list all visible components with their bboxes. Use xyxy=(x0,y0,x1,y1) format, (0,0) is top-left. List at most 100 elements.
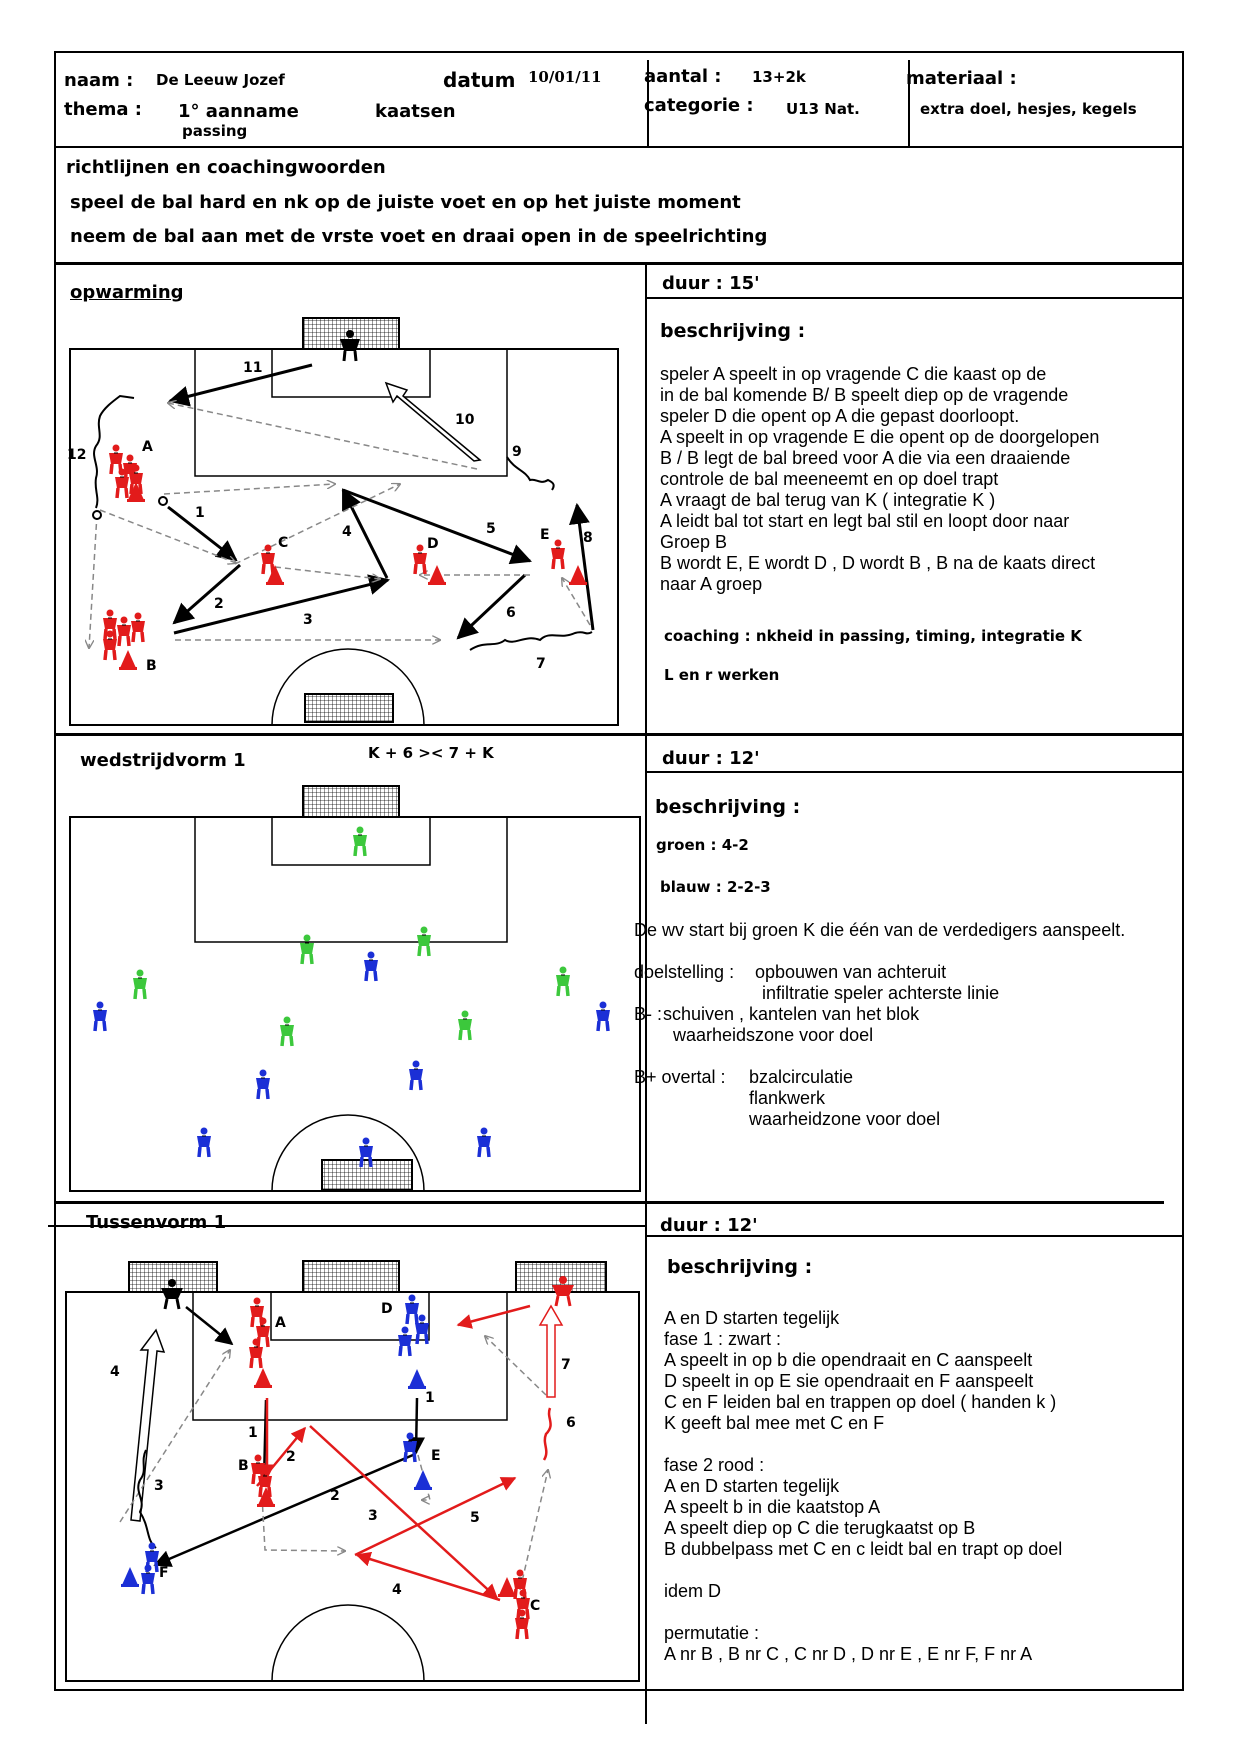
frame-bottom xyxy=(54,1689,1184,1691)
thema-value-2: kaatsen xyxy=(375,101,456,122)
section-divider-2 xyxy=(54,1201,1164,1204)
match-doel-2: infiltratie speler achterste linie xyxy=(762,983,1000,1003)
match-doel-label: doelstelling : xyxy=(634,962,735,982)
tussen-desc-line: A nr B , B nr C , C nr D , D nr E , E nr… xyxy=(664,1644,1033,1664)
match-bplus-2: flankwerk xyxy=(749,1088,826,1108)
aantal-value: 13+2k xyxy=(752,68,806,86)
red-player xyxy=(549,539,567,571)
tussen-goalkeeper-left xyxy=(161,1279,183,1310)
tussen-desc-line: idem D xyxy=(664,1581,722,1601)
warmup-desc-line: Groep B xyxy=(660,532,728,552)
green-player xyxy=(278,1016,296,1048)
tussen-red-pass xyxy=(355,1551,501,1602)
red-player xyxy=(513,1609,531,1641)
red-cone xyxy=(257,1487,275,1507)
tussen-num-2a: 2 xyxy=(286,1449,296,1465)
guideline-2: neem de bal aan met de vrste voet en dra… xyxy=(70,226,768,247)
tussen-label-E: E xyxy=(431,1448,441,1464)
warmup-label-D: D xyxy=(427,536,439,552)
red-cone xyxy=(254,1368,272,1388)
datum-label: datum xyxy=(443,68,516,92)
section-divider-1 xyxy=(54,733,1184,736)
warmup-duration: duur : 15' xyxy=(662,273,760,294)
red-player xyxy=(256,1467,274,1499)
tussen-left-tick xyxy=(48,1225,646,1227)
tussen-desc-line: A speelt in op b die opendraait en C aan… xyxy=(664,1350,1033,1370)
warmup-pass-11 xyxy=(167,363,313,407)
warmup-run xyxy=(163,484,335,495)
warmup-label-B: B xyxy=(146,658,157,674)
duration-line-2 xyxy=(647,771,1184,773)
tussen-num-2b: 2 xyxy=(330,1488,340,1504)
match-bmin-1: schuiven , kantelen van het blok xyxy=(663,1004,920,1024)
tussen-num-4a: 4 xyxy=(110,1364,120,1380)
blue-player xyxy=(91,1001,109,1033)
match-bplus-label: B+ overtal : xyxy=(634,1067,726,1087)
green-player xyxy=(131,969,149,1001)
blue-goalkeeper xyxy=(357,1137,375,1169)
match-bplus-3: waarheidzone voor doel xyxy=(749,1109,941,1129)
warmup-pass-2 xyxy=(172,563,241,625)
warmup-dribble-7 xyxy=(469,631,593,651)
green-player xyxy=(554,966,572,998)
tussen-desc-line: fase 1 : zwart : xyxy=(664,1329,782,1349)
tussen-desc-line: fase 2 rood : xyxy=(664,1455,765,1475)
match-line1: De wv start bij groen K die één van de v… xyxy=(634,920,1126,940)
warmup-pass-1 xyxy=(167,505,238,562)
match-goal-bottom xyxy=(321,1159,413,1191)
tussen-goal-top xyxy=(302,1260,400,1293)
tussen-run xyxy=(485,1336,547,1396)
tussen-num-3a: 3 xyxy=(154,1478,164,1494)
blue-player xyxy=(475,1127,493,1159)
datum-value: 10/01/11 xyxy=(528,68,602,86)
tussen-shot-7 xyxy=(538,1304,564,1398)
warmup-desc-line: speler A speelt in op vragende C die kaa… xyxy=(660,364,1047,384)
tussen-pass xyxy=(153,1453,414,1567)
warmup-num-11: 11 xyxy=(243,360,263,376)
blue-player xyxy=(362,951,380,983)
match-duration: duur : 12' xyxy=(662,748,760,769)
red-player xyxy=(115,616,133,648)
warmup-desc-title: beschrijving : xyxy=(660,320,806,342)
categorie-label: categorie : xyxy=(644,95,754,116)
warmup-num-5: 5 xyxy=(486,521,496,537)
tussen-run xyxy=(417,1454,431,1500)
match-groen: groen : 4-2 xyxy=(656,836,749,854)
green-player xyxy=(298,934,316,966)
warmup-pass-8 xyxy=(568,502,595,631)
warmup-pass-4 xyxy=(341,488,389,579)
tussen-num-3b: 3 xyxy=(368,1508,378,1524)
cone xyxy=(266,565,284,585)
tussen-label-A: A xyxy=(275,1315,286,1331)
warmup-num-1: 1 xyxy=(195,505,205,521)
warmup-center-circle xyxy=(271,648,425,726)
tussen-desc-line: D speelt in op E sie opendraait en F aan… xyxy=(664,1371,1034,1391)
warmup-run xyxy=(274,566,380,579)
warmup-desc-line: in de bal komende B/ B speelt diep op de… xyxy=(660,385,1069,405)
red-player xyxy=(129,612,147,644)
guideline-1: speel de bal hard en nk op de juiste voe… xyxy=(70,192,741,213)
naam-value: De Leeuw Jozef xyxy=(156,71,285,89)
warmup-dribble-9 xyxy=(506,456,555,491)
center-divider xyxy=(645,262,647,1724)
blue-player xyxy=(396,1326,414,1358)
blue-player xyxy=(407,1060,425,1092)
tussen-desc-line: B dubbelpass met C en c leidt bal en tra… xyxy=(664,1539,1063,1559)
categorie-value: U13 Nat. xyxy=(786,100,860,118)
warmup-ball xyxy=(158,496,168,506)
blue-player xyxy=(401,1432,419,1464)
frame-top xyxy=(54,51,1184,53)
thema-value-3: passing xyxy=(182,122,248,140)
cone xyxy=(569,565,587,585)
duration-line-3 xyxy=(647,1235,1184,1237)
frame-right xyxy=(1182,51,1184,1691)
thema-label: thema : xyxy=(64,99,142,120)
match-desc-title: beschrijving : xyxy=(655,796,801,818)
match-formula: K + 6 >< 7 + K xyxy=(368,744,494,762)
col-divider-2 xyxy=(908,60,910,146)
blue-player xyxy=(139,1564,157,1596)
tussen-num-5: 5 xyxy=(470,1510,480,1526)
blue-cone xyxy=(121,1567,139,1587)
tussen-red-pass xyxy=(456,1304,531,1329)
